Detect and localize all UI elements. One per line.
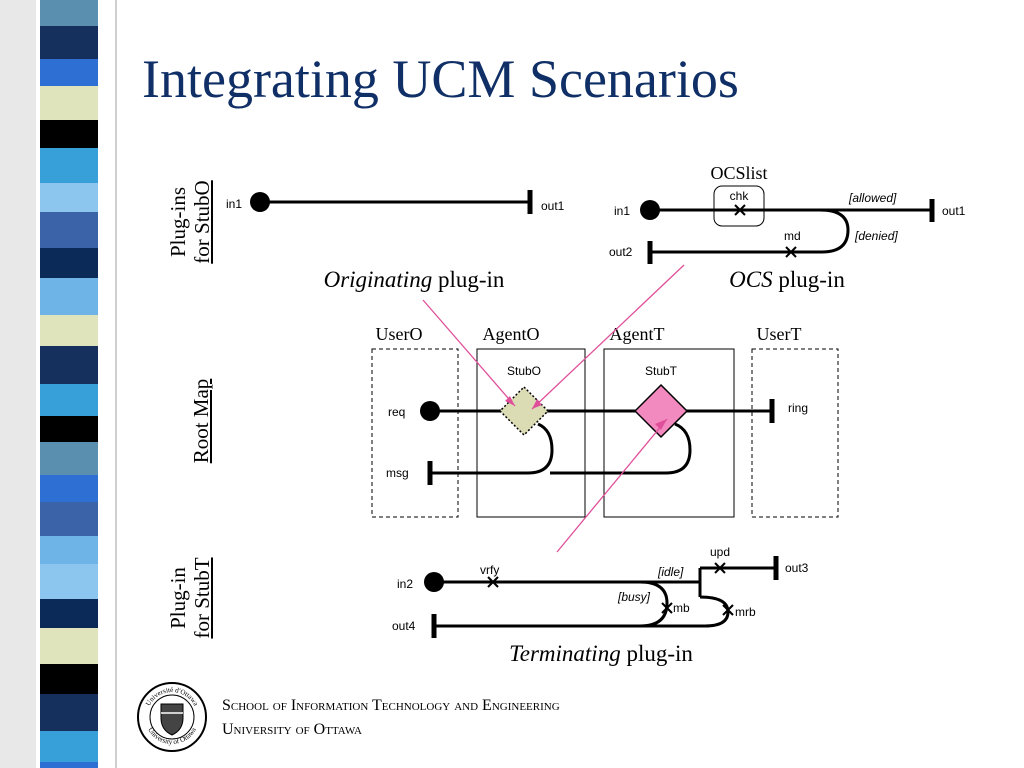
pointer-terminating-to-stubt [556, 418, 668, 553]
stripe-block [40, 384, 98, 416]
terminating-mb-responsibility [661, 602, 673, 614]
originating-out1-label: out1 [541, 199, 565, 213]
ocs-path [650, 208, 850, 254]
ocs-md-label: md [784, 229, 801, 243]
terminating-mb-label: mb [673, 601, 690, 615]
stubo-dynamic-stub [498, 385, 550, 437]
root-msg-label: msg [386, 466, 409, 480]
root-req-label: req [388, 405, 405, 419]
stripe-block [40, 248, 98, 278]
ocs-denied-label: [denied] [854, 229, 898, 243]
component-agentt [603, 348, 735, 518]
ocs-out2-label: out2 [609, 245, 633, 259]
originating-caption: Originating plug-in [324, 267, 505, 292]
pointer-originating-arrowhead [505, 396, 515, 406]
pointer-ocs-arrowhead [532, 399, 542, 409]
component-usero [371, 348, 459, 518]
stripe-block [40, 26, 98, 59]
root-msg-path [430, 422, 554, 475]
stripe-block [40, 120, 98, 148]
terminating-vrfy-label: vrfy [480, 563, 499, 577]
terminating-mrb-path [640, 595, 730, 628]
stripe-block [40, 416, 98, 442]
terminating-mrb-responsibility [722, 604, 734, 616]
component-usero-label: UserO [376, 324, 423, 344]
ocs-start-point [640, 200, 660, 220]
terminating-idle-label: [idle] [657, 565, 684, 579]
decorative-stripe [0, 0, 125, 768]
terminating-mrb-label: mrb [735, 605, 756, 619]
stripe-block [40, 628, 98, 664]
ocs-caption: OCS plug-in [729, 267, 845, 292]
originating-start-point [250, 192, 270, 212]
stripe-block [40, 86, 98, 120]
stripe-block [40, 731, 98, 762]
ocs-chk-label: chk [730, 189, 750, 203]
terminating-upd-label: upd [710, 545, 730, 559]
stubo-label: StubO [507, 364, 541, 378]
stripe-block [40, 212, 98, 248]
component-agento [476, 348, 586, 518]
terminating-caption: Terminating plug-in [509, 641, 693, 666]
pointer-terminating-arrowhead [655, 419, 667, 430]
ocs-allowed-label: [allowed] [848, 191, 897, 205]
stripe-block [40, 59, 98, 86]
university-seal: Université d'Ottawa University of Ottawa [137, 682, 207, 752]
footer-school: School of Information Technology and Eng… [222, 697, 560, 714]
stripe-block [40, 762, 98, 768]
pointer-ocs-to-stubo [531, 264, 685, 410]
slide-title: Integrating UCM Scenarios [142, 49, 739, 109]
originating-in1-label: in1 [226, 197, 242, 211]
terminating-vrfy-responsibility [487, 576, 499, 588]
component-usert-label: UserT [757, 324, 802, 344]
seal-inner-ring [149, 694, 195, 740]
root-req-start-point [420, 401, 440, 421]
terminating-out4-label: out4 [392, 619, 416, 633]
stubt-label: StubT [645, 364, 678, 378]
stripe-block [40, 315, 98, 346]
stripe-block [40, 664, 98, 694]
terminating-busy-path [434, 580, 669, 628]
ocs-out1-label: out1 [942, 204, 966, 218]
terminating-in2-start-point [424, 572, 444, 592]
stripe-block [40, 346, 98, 384]
stripe-block [40, 0, 98, 26]
stripe-block [40, 536, 98, 564]
stripe-block [40, 599, 98, 628]
binding-pointers [422, 264, 685, 553]
originating-plugin: in1 out1 Originating plug-in [226, 190, 565, 292]
stripe-block [40, 278, 98, 315]
terminating-in2-label: in2 [397, 577, 413, 591]
component-usert [751, 348, 839, 518]
ocs-stub-list-label: OCSlist [710, 163, 767, 183]
terminating-upd-responsibility [714, 562, 726, 574]
pointer-originating-to-stubo [422, 299, 516, 407]
seal-shield-icon [160, 703, 184, 736]
component-agentt-label: AgentT [610, 324, 665, 344]
terminating-busy-label: [busy] [617, 590, 651, 604]
stripe-block [40, 148, 98, 183]
ocs-plugin: OCSlist chk in1 out1 out2 md [allowed] [… [609, 163, 966, 292]
stripe-block [40, 564, 98, 599]
terminating-out3-label: out3 [785, 561, 809, 575]
stripe-block [40, 502, 98, 536]
stripe-block [40, 183, 98, 212]
stripe-block [40, 694, 98, 731]
footer-university: University of Ottawa [222, 721, 362, 738]
root-ring-label: ring [788, 401, 808, 415]
root-map: UserO AgentO AgentT UserT StubO StubT re… [371, 324, 839, 518]
stripe-block [40, 475, 98, 502]
ocs-chk-box [713, 185, 765, 227]
terminating-plugin: in2 out4 out3 vrfy upd [idle] [busy] mb … [392, 545, 809, 666]
stripe-block [40, 442, 98, 475]
component-agento-label: AgentO [483, 324, 540, 344]
ocs-in1-label: in1 [614, 204, 630, 218]
ocs-chk-responsibility [734, 204, 746, 216]
ocs-md-responsibility [785, 246, 797, 258]
stubt-static-stub [633, 383, 689, 439]
root-ring-return-path [550, 422, 692, 475]
